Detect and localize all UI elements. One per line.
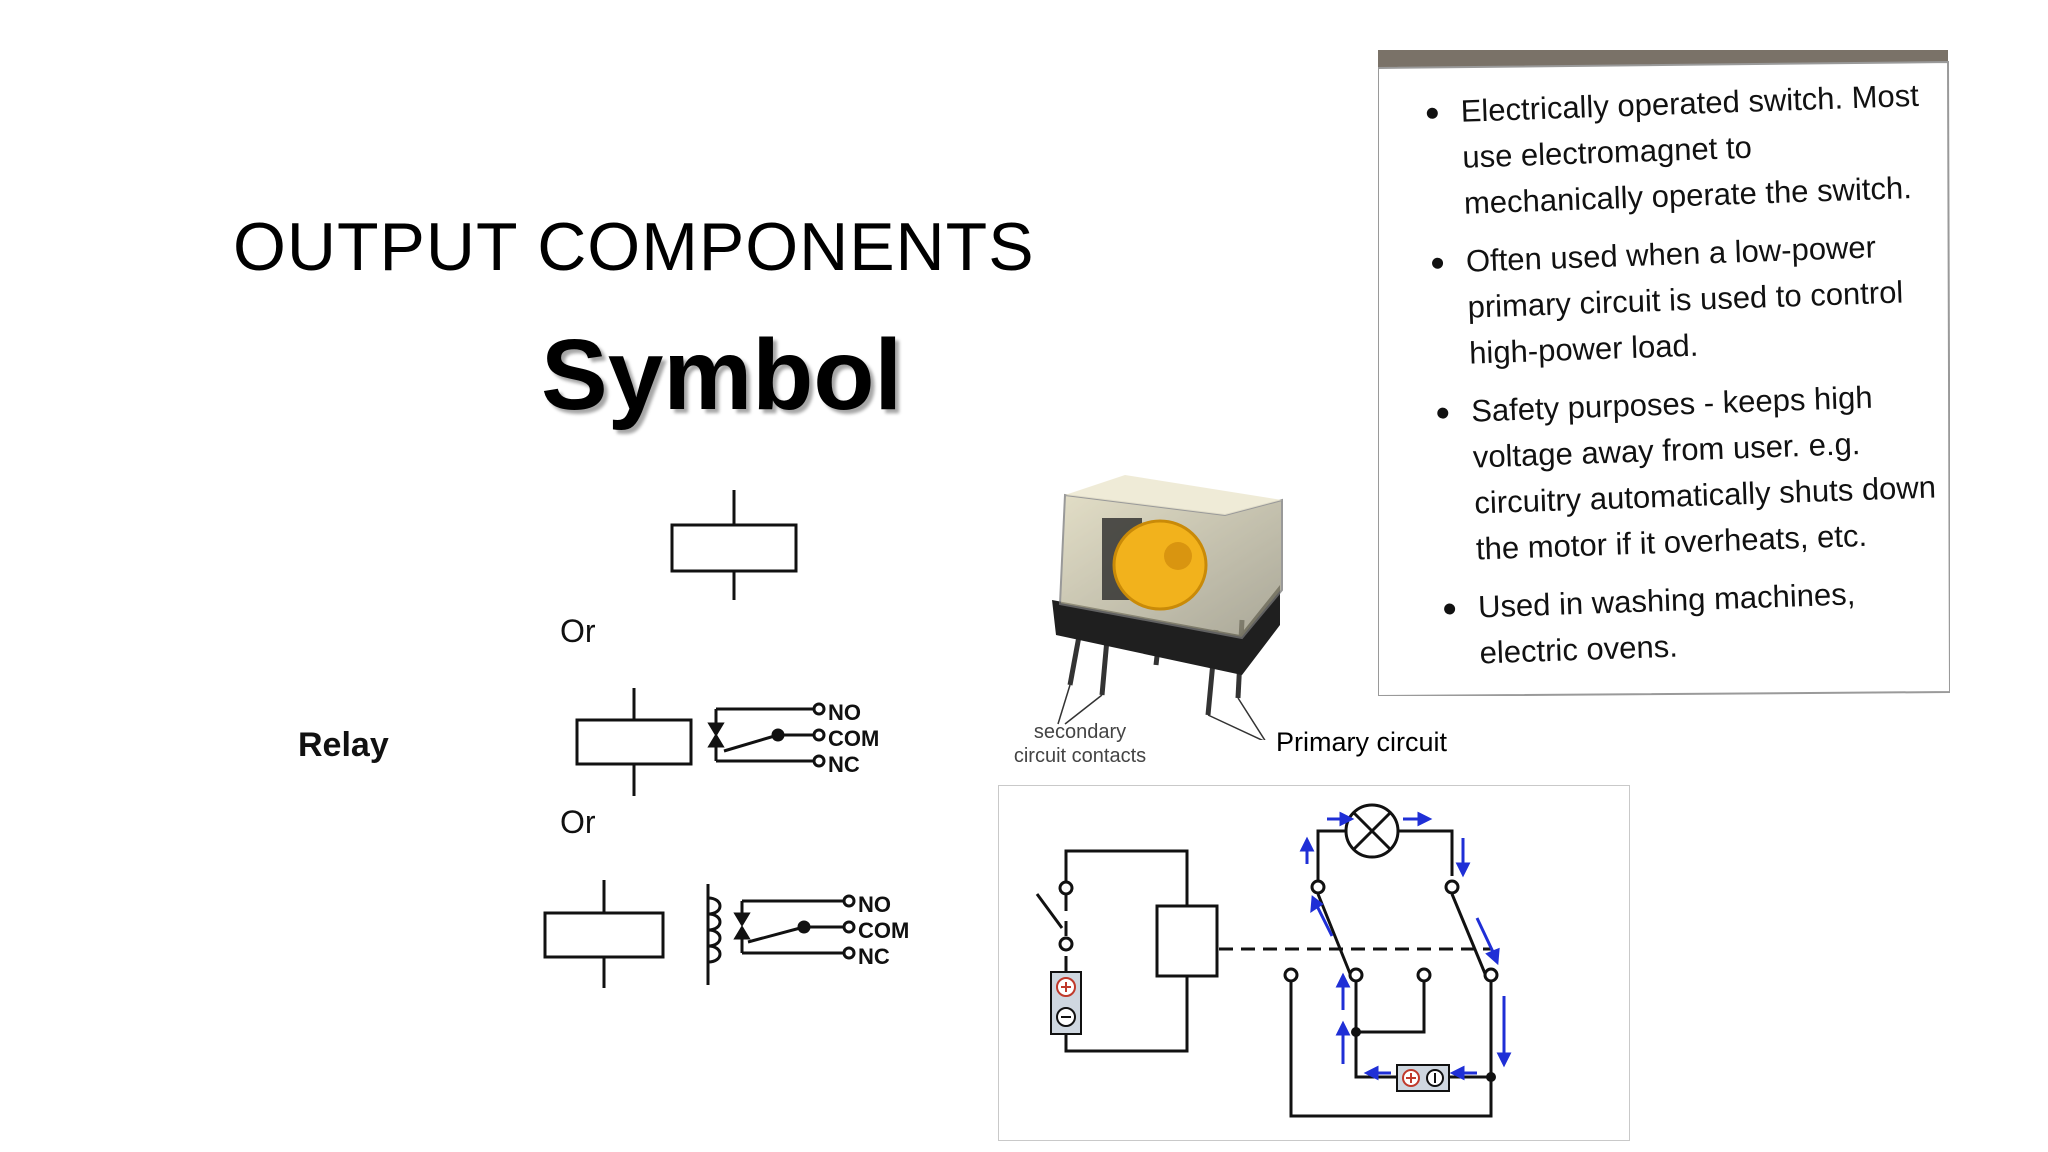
info-bullet: Electrically operated switch. Most use e…	[1426, 73, 1931, 228]
bullet-dot	[1437, 407, 1449, 419]
info-bullet: Often used when a low-power primary circ…	[1431, 222, 1936, 377]
primary-circuit-label: Primary circuit	[1276, 727, 1448, 757]
contact-nc-label-1: NC	[828, 752, 860, 777]
relay-symbol-with-contacts	[575, 688, 826, 796]
bullet-dot	[1431, 257, 1444, 269]
contact-no-label-1: NO	[828, 700, 861, 725]
info-bullet: Used in washing machines, electric ovens…	[1443, 568, 1946, 677]
current-flow-arrows	[1299, 811, 1512, 1081]
secondary-label-line1: secondary	[1033, 721, 1127, 743]
contact-com-label-1: COM	[828, 726, 879, 751]
circuit-diagram-frame	[998, 785, 1630, 1141]
slide-title: OUTPUT COMPONENTS	[233, 209, 1035, 285]
secondary-circuit-label: secondary circuit contacts	[1000, 720, 1160, 768]
secondary-battery	[1396, 1064, 1450, 1092]
lamp-icon	[1344, 803, 1400, 859]
contact-no-label-2: NO	[858, 892, 891, 917]
relay-symbols-diagram: Or Relay NO COM NC Or	[298, 490, 909, 988]
relay-circuit-diagram	[1035, 803, 1512, 1118]
info-bullet: Safety purposes - keeps high voltage awa…	[1436, 372, 1942, 573]
secondary-label-line2: circuit contacts	[1013, 745, 1147, 767]
relay-symbol-with-coil-and-contacts	[543, 880, 856, 988]
info-card-background	[1378, 50, 1950, 696]
relay-coil	[1112, 519, 1208, 611]
info-bullet-text: Often used when a low-power primary circ…	[1465, 229, 1904, 371]
primary-circuit-wires	[1035, 849, 1219, 1053]
info-bullet-text: Safety purposes - keeps high voltage awa…	[1470, 379, 1937, 567]
info-bullet-list: Electrically operated switch. Most use e…	[1426, 73, 1947, 690]
bullet-dot	[1426, 107, 1439, 119]
info-bullet-text: Used in washing machines, electric ovens…	[1477, 576, 1856, 671]
secondary-circuit-wires	[1289, 829, 1493, 1118]
relay-case-top	[1065, 475, 1282, 515]
relay-photo	[1052, 475, 1283, 740]
junction-dot	[1486, 1072, 1496, 1082]
leader-lines	[1057, 684, 1266, 740]
relay-label: Relay	[298, 726, 389, 764]
contact-com-label-2: COM	[858, 918, 909, 943]
or-label-2: Or	[560, 804, 596, 840]
relay-symbol-coil-1	[670, 490, 798, 600]
relay-base	[1052, 585, 1280, 675]
junction-dot	[1351, 1027, 1361, 1037]
symbol-heading: Symbol	[541, 319, 903, 431]
relay-coil-core	[1164, 542, 1192, 570]
info-card: Electrically operated switch. Most use e…	[1378, 48, 1950, 696]
contact-nc-label-2: NC	[858, 944, 890, 969]
switch-contacts	[1283, 879, 1499, 983]
or-label-1: Or	[560, 613, 596, 649]
bullet-dot	[1443, 603, 1456, 615]
info-bullet-text: Electrically operated switch. Most use e…	[1460, 77, 1920, 221]
primary-battery	[1050, 971, 1082, 1035]
